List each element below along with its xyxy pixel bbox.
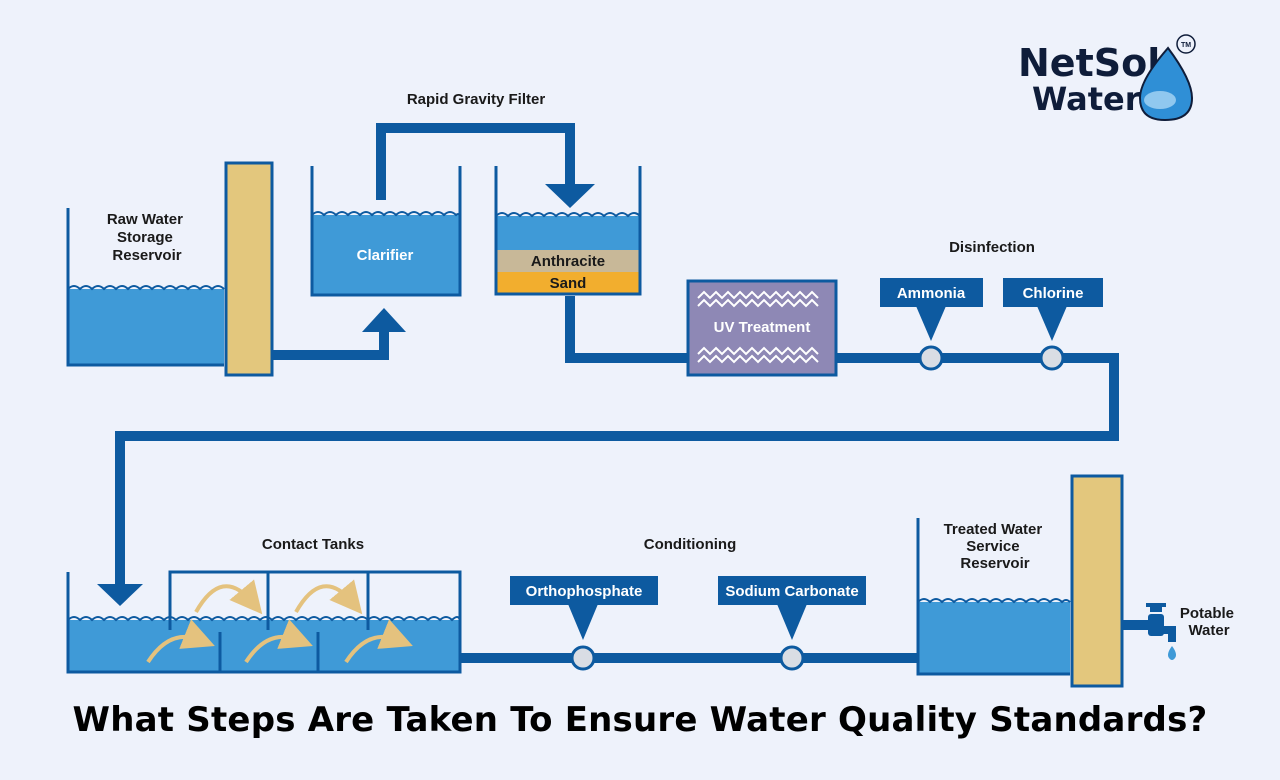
uv-wave-bottom-icon	[697, 346, 819, 364]
page-title: What Steps Are Taken To Ensure Water Qua…	[72, 700, 1208, 740]
flow-arrow-to-clarifier	[362, 308, 406, 332]
contact-tanks-label: Contact Tanks	[262, 536, 364, 553]
rapid-gravity-filter-label: Rapid Gravity Filter	[407, 91, 546, 108]
chlorine-valve-icon	[1039, 345, 1065, 371]
svg-text:NetSol: NetSol	[1018, 41, 1160, 85]
tap-icon	[1146, 603, 1176, 642]
sand-label: Sand	[550, 275, 587, 292]
flow-curve-icon	[146, 619, 215, 664]
raw-water-reservoir-label: Raw Water Storage Reservoir	[107, 211, 187, 264]
ammonia-label: Ammonia	[897, 285, 966, 302]
uv-treatment-label: UV Treatment	[714, 319, 811, 336]
treated-water-reservoir: Treated Water Service Reservoir	[916, 474, 1124, 688]
disinfection-label: Disinfection	[949, 239, 1035, 256]
flow-curve-icon	[244, 619, 313, 664]
flow-curve-icon	[294, 579, 363, 615]
clarifier-tank: Clarifier	[310, 166, 462, 297]
flow-arrow-to-filter	[545, 184, 595, 208]
uv-treatment-unit: UV Treatment	[686, 279, 838, 377]
water-drop-icon	[1168, 646, 1176, 660]
chlorine-dosing: Chlorine	[1003, 278, 1103, 371]
flow-curve-icon	[344, 619, 413, 664]
raw-water-reservoir: Raw Water Storage Reservoir	[66, 161, 274, 377]
netsol-water-logo: NetSol Water TM	[1018, 34, 1196, 122]
sodium-carbonate-valve-icon	[779, 645, 805, 671]
reservoir-wall	[1070, 474, 1124, 688]
orthophosphate-label: Orthophosphate	[526, 583, 643, 600]
anthracite-layer	[496, 250, 640, 272]
sodium-carbonate-dosing: Sodium Carbonate	[718, 576, 866, 671]
rapid-gravity-filter-tank: Anthracite Sand	[494, 166, 642, 296]
anthracite-label: Anthracite	[531, 253, 605, 270]
water-treatment-diagram: Raw Water Storage Reservoir Clarifier Ra…	[66, 34, 1238, 688]
reservoir-wall	[224, 161, 274, 377]
sand-layer	[496, 272, 640, 294]
trademark-icon	[1176, 34, 1196, 54]
potable-water-label: Potable Water	[1180, 605, 1238, 639]
treated-water-reservoir-label: Treated Water Service Reservoir	[944, 521, 1047, 572]
ammonia-dosing: Ammonia	[880, 278, 983, 371]
contact-tanks	[66, 570, 462, 674]
chlorine-label: Chlorine	[1023, 285, 1084, 302]
orthophosphate-dosing: Orthophosphate	[510, 576, 658, 671]
orthophosphate-valve-icon	[570, 645, 596, 671]
clarifier-label: Clarifier	[357, 247, 414, 264]
pipe-network	[115, 123, 1150, 663]
svg-text:TM: TM	[1181, 42, 1191, 49]
uv-wave-top-icon	[697, 290, 819, 308]
conditioning-label: Conditioning	[644, 536, 736, 553]
ammonia-valve-icon	[918, 345, 944, 371]
sodium-carbonate-label: Sodium Carbonate	[725, 583, 858, 600]
flow-curve-icon	[194, 579, 263, 615]
svg-text:Water: Water	[1032, 80, 1141, 118]
flow-arrow-to-contact-tanks	[97, 584, 143, 606]
